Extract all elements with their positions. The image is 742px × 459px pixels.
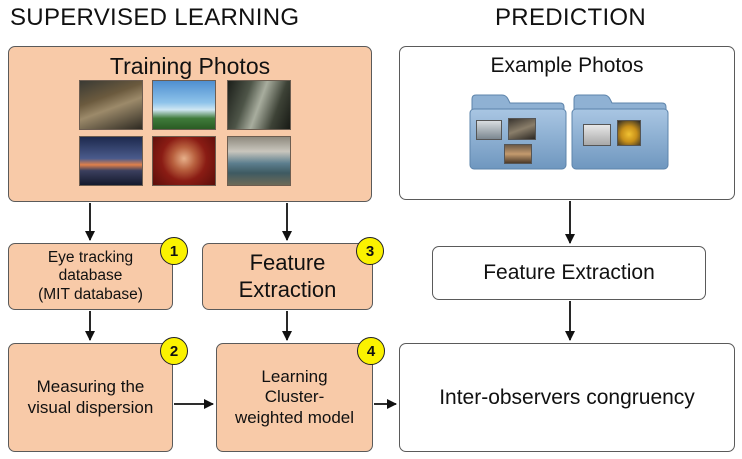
eye-tracking-line2: database	[58, 267, 123, 285]
feature-extraction-right-box: Feature Extraction	[432, 246, 706, 300]
folder-thumb-5	[617, 120, 641, 146]
visual-dispersion-box: Measuring the visual dispersion	[8, 343, 173, 452]
learning-line2: Cluster-	[264, 387, 325, 407]
training-photo-portrait	[152, 136, 216, 186]
supervised-learning-title: SUPERVISED LEARNING	[10, 4, 300, 31]
visual-dispersion-line2: visual dispersion	[27, 397, 154, 417]
learning-line3: weighted model	[234, 407, 355, 427]
training-photo-forest	[227, 80, 291, 130]
example-photos-label: Example Photos	[490, 54, 644, 77]
learning-line1: Learning	[261, 366, 328, 386]
step-4-badge: 4	[357, 337, 385, 365]
feature-extraction-left-line2: Extraction	[238, 276, 337, 302]
folder-thumb-2	[508, 118, 536, 140]
training-photo-sunset	[79, 136, 143, 186]
prediction-title: PREDICTION	[495, 4, 647, 31]
folder-thumb-3	[504, 144, 532, 164]
folder-thumb-4	[583, 124, 611, 146]
eye-tracking-line1: Eye tracking	[47, 248, 134, 266]
eye-tracking-box: Eye tracking database (MIT database)	[8, 243, 173, 310]
step-2-badge: 2	[160, 337, 188, 365]
visual-dispersion-line1: Measuring the	[36, 377, 145, 397]
congruency-box: Inter-observers congruency	[399, 343, 735, 452]
eye-tracking-line3: (MIT database)	[38, 285, 143, 303]
feature-extraction-left-box: Feature Extraction	[202, 243, 373, 310]
learning-model-box: Learning Cluster- weighted model	[216, 343, 373, 452]
feature-extraction-right-label: Feature Extraction	[483, 261, 655, 285]
training-photo-winter-stream	[227, 136, 291, 186]
step-3-badge: 3	[356, 237, 384, 265]
training-photo-palm-trees	[152, 80, 216, 130]
congruency-label: Inter-observers congruency	[439, 385, 695, 409]
folder-thumb-1	[476, 120, 502, 140]
step-1-badge: 1	[160, 237, 188, 265]
training-photo-interior	[79, 80, 143, 130]
feature-extraction-left-line1: Feature	[249, 250, 326, 276]
training-photos-label: Training Photos	[109, 53, 271, 79]
example-photos-box: Example Photos	[399, 46, 735, 200]
